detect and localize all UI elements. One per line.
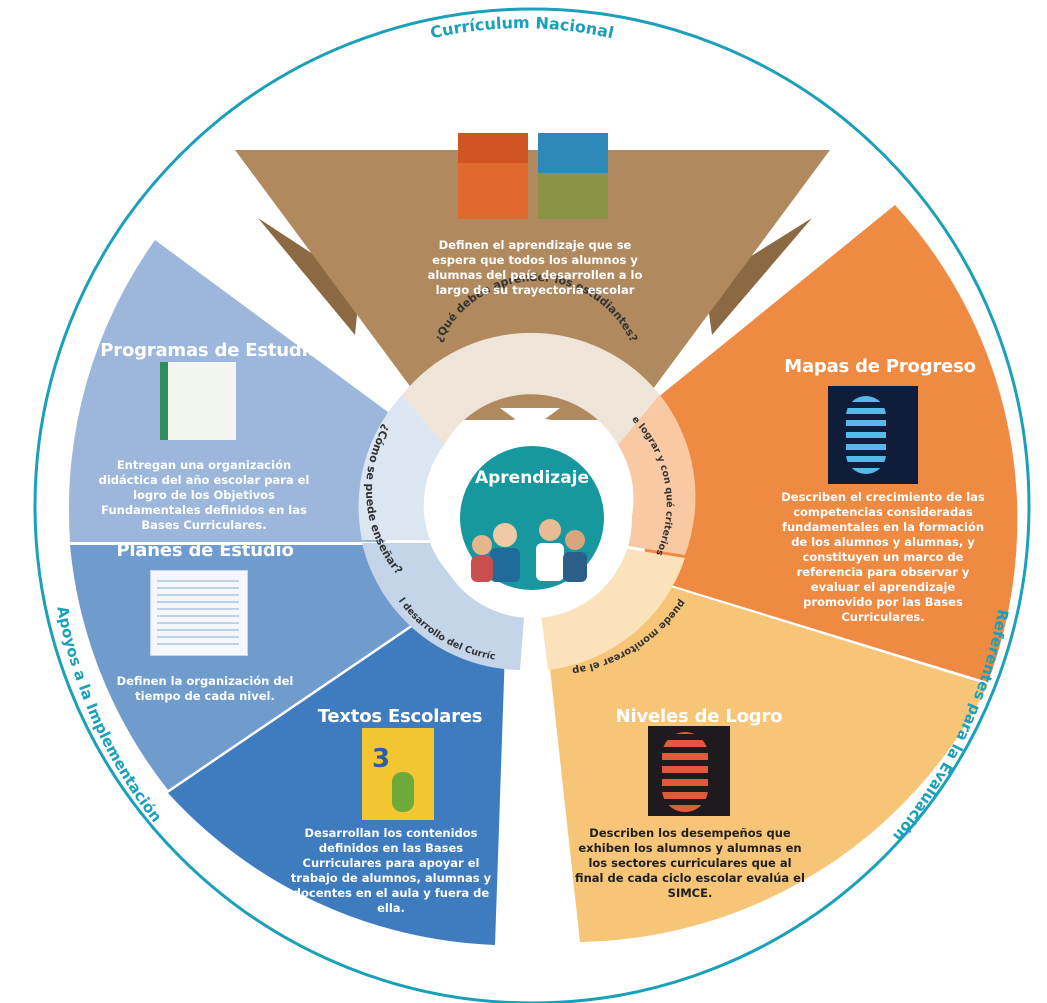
bases-book-cover-1: [458, 133, 528, 219]
textos-book-number: 3: [372, 744, 391, 774]
center-title: Aprendizaje: [475, 468, 589, 488]
niveles-description: Describen los desempeños que exhiben los…: [575, 826, 805, 900]
bases-right-wedge: [705, 218, 812, 335]
textos-title: Textos Escolares: [317, 706, 483, 727]
segment-textos-escolares: [168, 615, 505, 945]
planes-description: Definen la organización del tiempo de ca…: [116, 674, 294, 703]
bases-book-1-band: [458, 133, 528, 163]
mapas-book-spiral: [846, 396, 886, 474]
bases-book-cover-2: [538, 133, 608, 219]
segment-mapas-de-progreso: [630, 205, 1018, 682]
segment-programas-de-estudio: [68, 240, 416, 542]
planes-table-lines: [157, 579, 239, 645]
textos-book-figure: [392, 772, 414, 812]
niveles-book-cover: [648, 726, 730, 816]
arrow-top: [500, 408, 560, 430]
planes-title: Planes de Estudio: [116, 540, 294, 561]
students-illustration: [471, 519, 587, 582]
niveles-title: Niveles de Logro: [615, 706, 783, 727]
bases-title: Bases Curriculares: [437, 104, 623, 125]
programas-description: Entregan una organización didáctica del …: [98, 458, 310, 532]
textos-book-cover: 3: [362, 728, 434, 820]
planes-document: [150, 570, 248, 656]
bases-left-wedge: [258, 218, 360, 335]
bases-book-2-band: [538, 133, 608, 173]
mapas-description: Describen el crecimiento de las competen…: [781, 490, 985, 624]
mapas-title: Mapas de Progreso: [784, 356, 976, 377]
niveles-book-spiral: [662, 732, 708, 812]
segment-niveles-de-logro: [548, 580, 988, 942]
programas-title: Programas de Estudio: [100, 340, 320, 361]
textos-description: Desarrollan los contenidos definidos en …: [290, 826, 492, 915]
arrow-left: [432, 480, 452, 540]
mapas-book-cover: [828, 386, 918, 484]
segment-bases-curriculares: [235, 150, 830, 420]
bases-description: Definen el aprendizaje que se espera que…: [427, 238, 643, 297]
arrow-bottom: [500, 590, 560, 608]
arrow-right: [605, 480, 625, 540]
programas-book-cover: [160, 362, 236, 440]
